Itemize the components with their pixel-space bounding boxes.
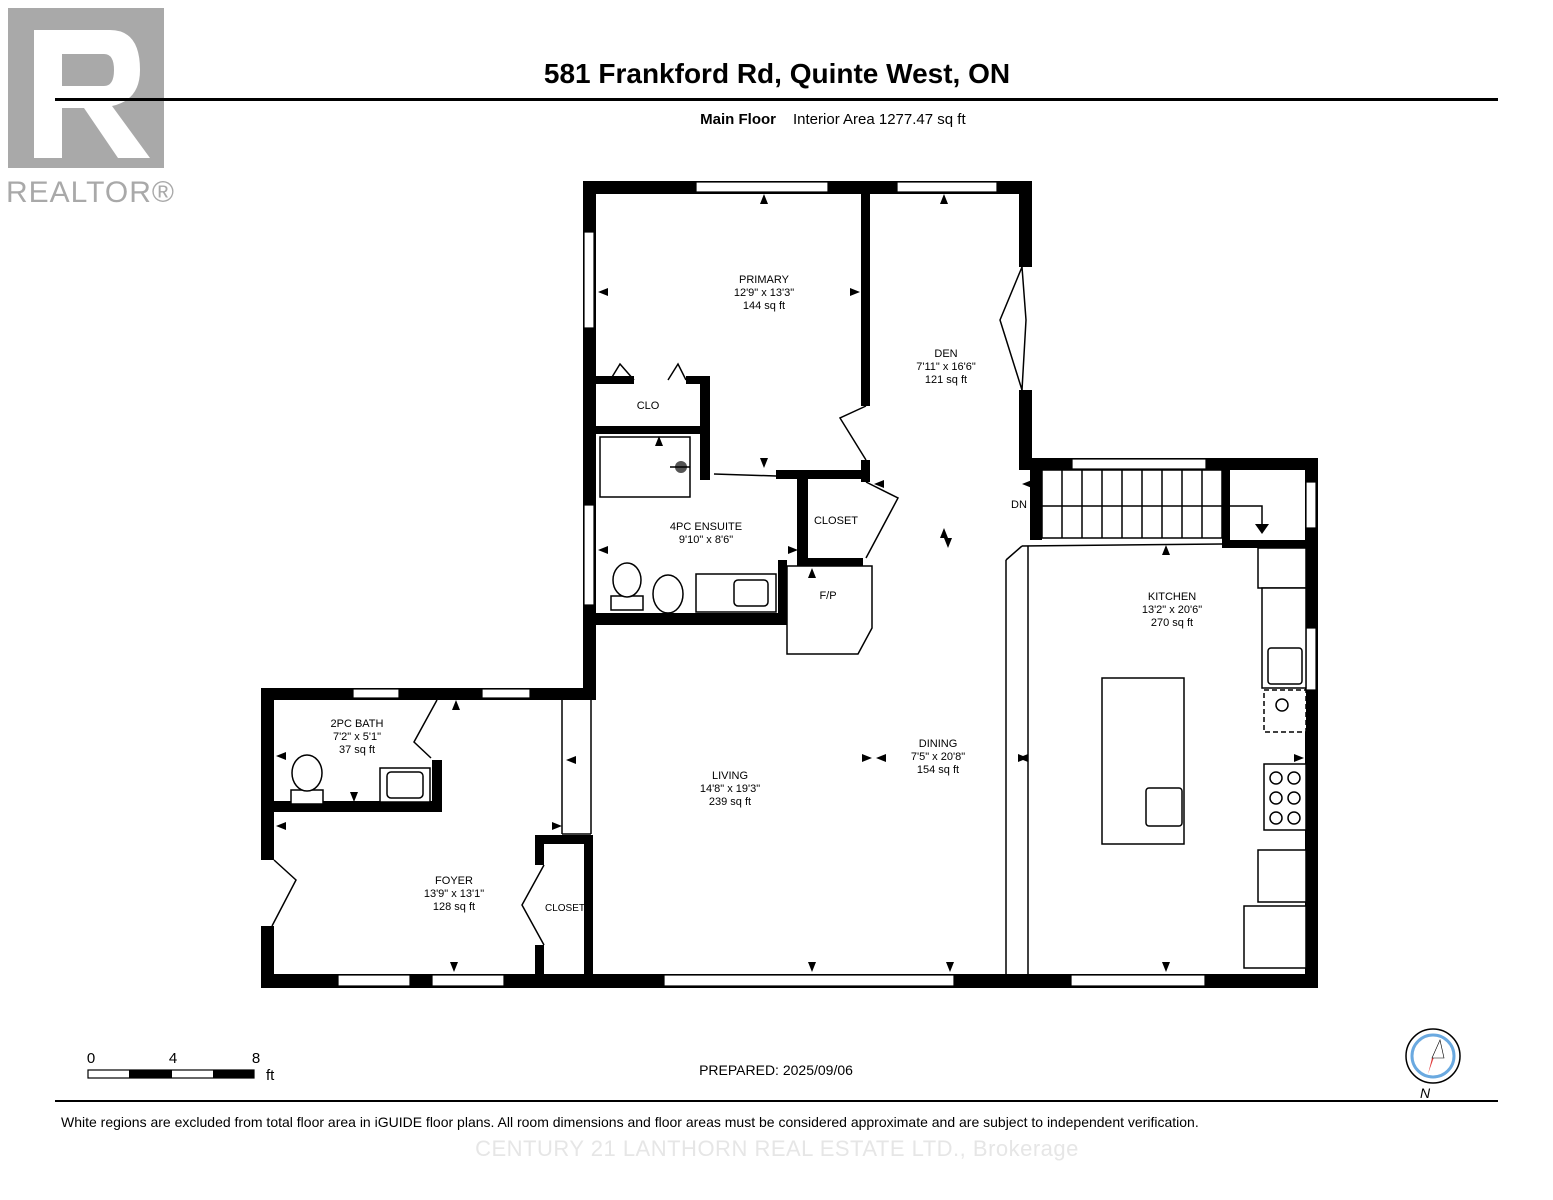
living-dims: 14'8" x 19'3": [700, 783, 760, 795]
stairs[interactable]: [1041, 469, 1269, 539]
dining-name: DINING: [919, 738, 958, 750]
sink-pedestal: [652, 574, 684, 614]
dining-dims: 7'5" x 20'8": [911, 751, 965, 763]
bath2-area: 37 sq ft: [339, 744, 375, 756]
disclaimer: White regions are excluded from total fl…: [61, 1114, 1199, 1130]
floor-label: Main Floor: [700, 111, 776, 128]
windows: [337, 181, 1317, 987]
bath2-dims: 7'2" x 5'1": [333, 731, 381, 743]
brokerage-watermark: CENTURY 21 LANTHORN REAL ESTATE LTD., Br…: [475, 1136, 1079, 1161]
primary-name: PRIMARY: [739, 274, 790, 286]
ensuite-dims: 9'10" x 8'6": [679, 534, 733, 546]
fp-name: F/P: [819, 590, 836, 602]
island-sink: [1145, 787, 1183, 827]
vanity-sink: [733, 579, 769, 607]
doors[interactable]: [271, 266, 1027, 946]
footer-divider: [55, 1100, 1498, 1102]
scale-label-4: 4: [169, 1050, 177, 1067]
closet-foyer-name: CLOSET: [545, 903, 585, 914]
foyer-area: 128 sq ft: [433, 901, 475, 913]
room-labels: PRIMARY 12'9" x 13'3" 144 sq ft DEN 7'11…: [331, 274, 1203, 914]
prepared-date: PREPARED: 2025/09/06: [699, 1062, 853, 1078]
living-area: 239 sq ft: [709, 796, 751, 808]
compass: N: [1405, 1028, 1461, 1101]
scale-label-0: 0: [87, 1050, 95, 1067]
closet-upper-name: CLOSET: [814, 515, 858, 527]
realtor-logo-text: REALTOR®: [6, 176, 175, 209]
living-name: LIVING: [712, 770, 748, 782]
bath2-name: 2PC BATH: [331, 718, 384, 730]
dining-area: 154 sq ft: [917, 764, 959, 776]
page-title: 581 Frankford Rd, Quinte West, ON: [544, 58, 1010, 89]
foyer-name: FOYER: [435, 875, 473, 887]
toilet-tank: [610, 595, 644, 611]
fireplace: [786, 565, 873, 655]
clo-name: CLO: [637, 400, 660, 412]
stairs-arrow-icon: [1255, 524, 1269, 534]
interior-walls: [274, 181, 1306, 985]
primary-dims: 12'9" x 13'3": [734, 287, 794, 299]
ensuite-name: 4PC ENSUITE: [670, 521, 742, 533]
compass-label: N: [1420, 1085, 1431, 1101]
den-dims: 7'11" x 16'6": [916, 361, 976, 373]
scale-unit: ft: [266, 1067, 275, 1084]
toilet-bowl: [612, 562, 642, 598]
kitchen-name: KITCHEN: [1148, 591, 1196, 603]
kitchen-dims: 13'2" x 20'6": [1142, 604, 1202, 616]
measurement-arrows: [276, 194, 1304, 972]
primary-area: 144 sq ft: [743, 300, 785, 312]
dn-name: DN: [1011, 499, 1027, 511]
fridge: [1243, 905, 1307, 969]
oven: [1257, 849, 1307, 903]
kitchen-sink: [1267, 647, 1303, 685]
scale-bar: 0 4 8 ft: [87, 1050, 275, 1084]
realtor-r-icon: [34, 30, 150, 158]
kitchen-area: 270 sq ft: [1151, 617, 1193, 629]
foyer-dims: 13'9" x 13'1": [424, 888, 484, 900]
den-area: 121 sq ft: [925, 374, 967, 386]
scale-label-8: 8: [252, 1050, 260, 1067]
fixtures: [290, 436, 1307, 969]
header-divider: [55, 98, 1498, 101]
den-name: DEN: [934, 348, 957, 360]
realtor-logo[interactable]: REALTOR®: [6, 8, 175, 209]
interior-area: Interior Area 1277.47 sq ft: [793, 111, 966, 128]
